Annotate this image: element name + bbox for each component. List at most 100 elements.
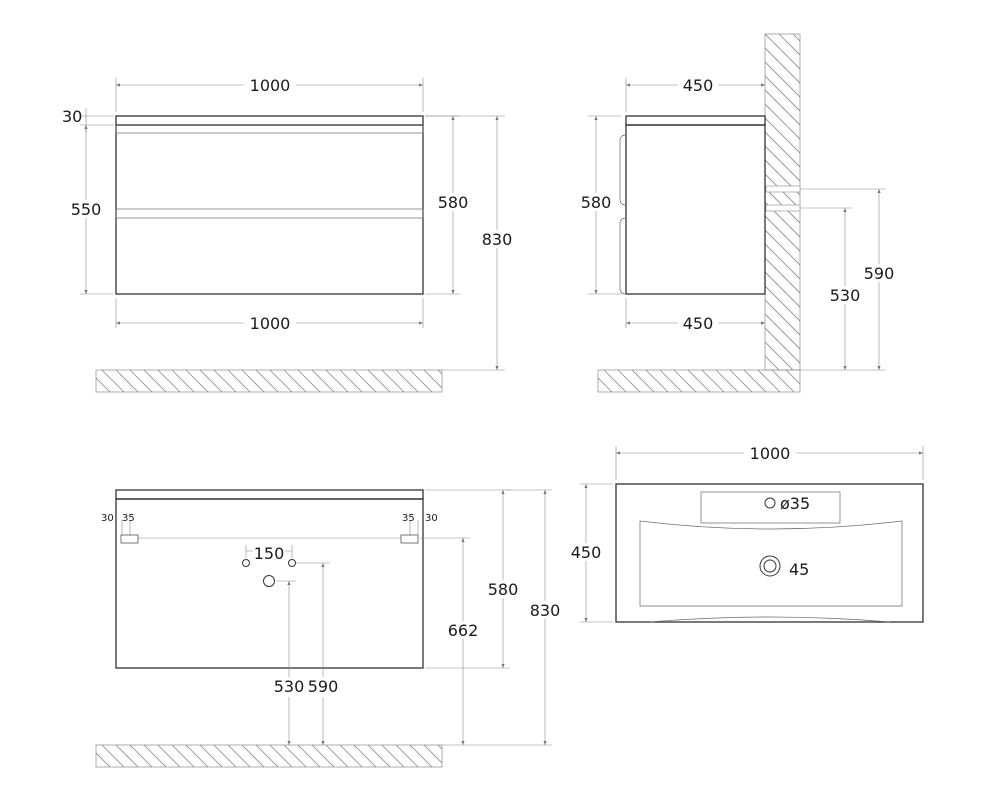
back-total-height-label: 830 <box>530 601 561 620</box>
side-floor-hatch-lines <box>598 370 836 392</box>
hatch-stroke <box>129 745 153 767</box>
front-top-width-label: 1000 <box>250 76 291 95</box>
hatch-stroke <box>765 117 800 154</box>
back-hole-spacing-label: 150 <box>254 544 285 563</box>
back-left-bracket <box>120 534 139 544</box>
front-lower-handle-groove <box>115 208 424 219</box>
hatch-stroke <box>645 370 669 392</box>
hatch-stroke <box>799 370 800 371</box>
side-mount-low-label: 530 <box>830 286 861 305</box>
side-view: 450 450 580 530 590 <box>578 33 985 393</box>
hatch-stroke <box>269 745 293 767</box>
hatch-stroke <box>213 745 237 767</box>
hatch-stroke <box>325 745 349 767</box>
hatch-stroke <box>598 377 613 392</box>
hatch-stroke <box>673 370 697 392</box>
back-left-hole-label: 35 <box>122 513 135 524</box>
hatch-stroke <box>792 34 800 42</box>
top-depth-label: 450 <box>571 543 602 562</box>
hatch-stroke <box>835 34 985 370</box>
side-bottom-depth-label: 450 <box>683 314 714 333</box>
hatch-stroke <box>961 34 985 370</box>
hatch-stroke <box>905 34 985 370</box>
front-upper-handle-groove <box>115 124 424 134</box>
hatch-stroke <box>381 745 405 767</box>
hatch-stroke <box>171 370 195 392</box>
hatch-stroke <box>849 34 985 370</box>
hatch-stroke <box>765 285 800 322</box>
back-right-hole-label: 35 <box>402 513 415 524</box>
hatch-stroke <box>765 187 800 224</box>
back-countertop <box>115 489 424 500</box>
hatch-stroke <box>437 745 442 750</box>
back-view: 30 35 35 30 150 530 590 580 662 <box>95 489 563 768</box>
hatch-stroke <box>353 370 377 392</box>
top-width-label: 1000 <box>750 444 791 463</box>
hatch-stroke <box>687 370 711 392</box>
hatch-stroke <box>255 745 279 767</box>
back-cabinet-body <box>115 498 424 669</box>
hatch-stroke <box>765 299 800 336</box>
hatch-stroke <box>947 34 985 370</box>
hatch-stroke <box>765 327 800 364</box>
top-drain-hole-label: 45 <box>789 560 809 579</box>
hatch-stroke <box>199 370 223 392</box>
top-front-curve <box>649 616 891 623</box>
side-top-depth-label: 450 <box>683 76 714 95</box>
hatch-stroke <box>765 75 800 112</box>
hatch-stroke <box>199 745 223 767</box>
top-view: ø35 45 1000 450 <box>568 442 924 623</box>
hatch-stroke <box>409 370 433 392</box>
back-right-supply-hole <box>288 559 296 567</box>
hatch-stroke <box>367 370 391 392</box>
hatch-stroke <box>814 370 836 392</box>
hatch-stroke <box>96 377 111 392</box>
hatch-stroke <box>115 370 139 392</box>
hatch-stroke <box>339 370 363 392</box>
front-bottom-width-label: 1000 <box>250 314 291 333</box>
hatch-stroke <box>367 745 391 767</box>
hatch-stroke <box>283 370 307 392</box>
hatch-stroke <box>765 341 794 370</box>
hatch-stroke <box>778 34 800 56</box>
hatch-stroke <box>765 47 800 84</box>
hatch-stroke <box>171 745 195 767</box>
top-drain-inner <box>763 559 777 573</box>
hatch-stroke <box>96 752 111 767</box>
hatch-stroke <box>269 370 293 392</box>
hatch-stroke <box>891 34 985 370</box>
hatch-stroke <box>821 34 985 370</box>
hatch-stroke <box>227 745 251 767</box>
hatch-stroke <box>241 370 265 392</box>
hatch-stroke <box>757 370 781 392</box>
top-tap-hole <box>764 497 776 509</box>
hatch-stroke <box>255 370 279 392</box>
hatch-stroke <box>437 370 442 375</box>
back-supply-height-label: 590 <box>308 677 339 696</box>
hatch-stroke <box>863 34 985 370</box>
back-left-supply-hole <box>242 559 250 567</box>
hatch-stroke <box>353 745 377 767</box>
hatch-stroke <box>743 370 767 392</box>
back-drain-height-label: 530 <box>274 677 305 696</box>
hatch-stroke <box>729 370 753 392</box>
hatch-stroke <box>603 370 627 392</box>
side-floor-hatch <box>597 369 801 393</box>
hatch-stroke <box>975 34 985 370</box>
hatch-stroke <box>213 370 237 392</box>
hatch-stroke <box>143 745 167 767</box>
side-lower-bolt <box>765 204 801 212</box>
side-countertop <box>625 115 766 126</box>
hatch-stroke <box>765 215 800 252</box>
hatch-stroke <box>765 103 800 140</box>
back-right-offset-label: 30 <box>425 513 438 524</box>
hatch-stroke <box>598 391 599 392</box>
hatch-stroke <box>157 370 181 392</box>
side-cabinet-body <box>625 124 766 295</box>
back-right-bracket <box>400 534 419 544</box>
top-view-outline <box>615 483 924 623</box>
hatch-stroke <box>395 745 419 767</box>
hatch-stroke <box>877 34 985 370</box>
back-floor-hatch-lines <box>96 745 442 767</box>
